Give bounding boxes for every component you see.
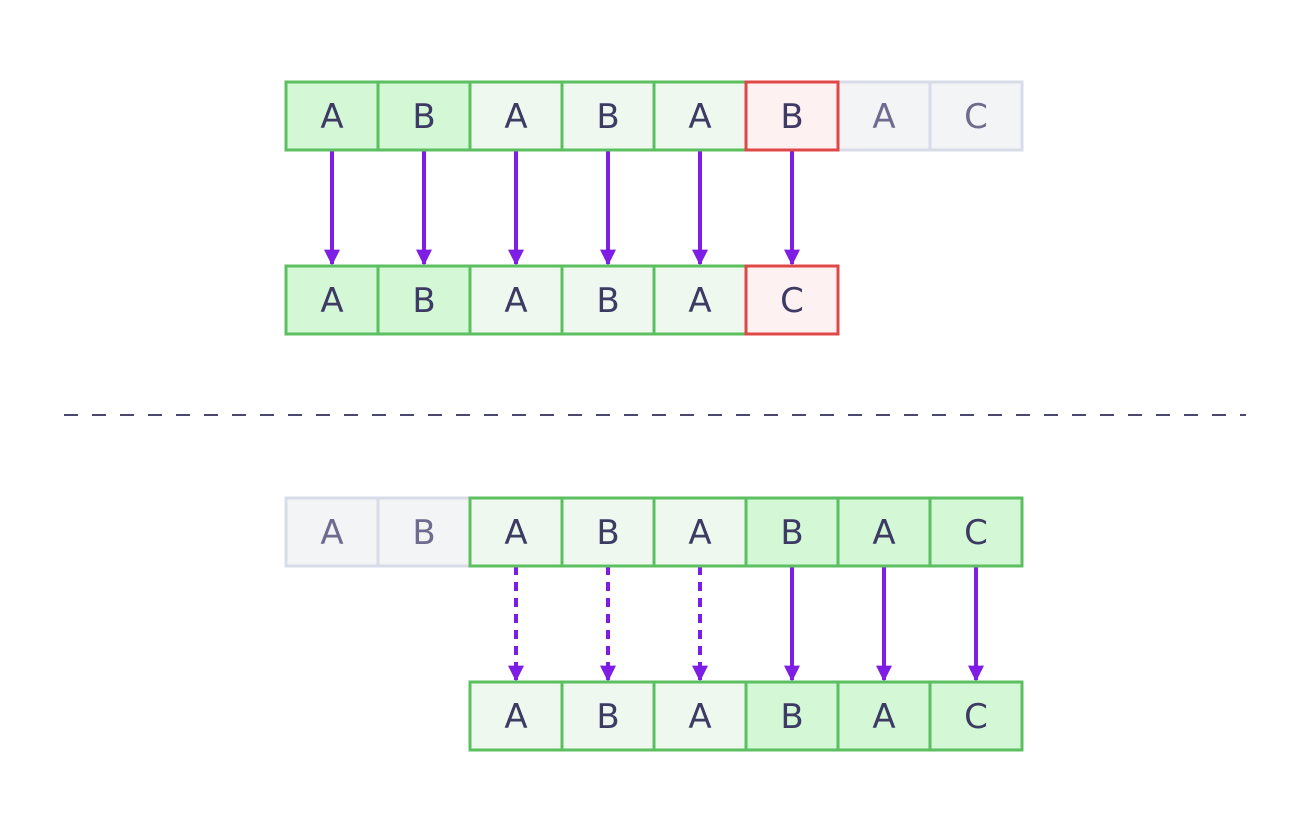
cell-label: A bbox=[872, 97, 895, 137]
cell: A bbox=[652, 680, 748, 752]
cell: C bbox=[928, 80, 1024, 152]
cell-box bbox=[928, 496, 1024, 568]
top-section: A C A B A B A B A B A B A C bbox=[284, 80, 1024, 336]
cell: B bbox=[560, 264, 656, 336]
cell: A bbox=[284, 496, 380, 568]
cell-label: A bbox=[688, 97, 711, 137]
cell-label: A bbox=[320, 513, 343, 553]
cell-label: B bbox=[780, 697, 803, 737]
cell: A bbox=[652, 496, 748, 568]
cell: B bbox=[376, 264, 472, 336]
cell-box bbox=[744, 496, 840, 568]
bottom-arrows bbox=[508, 566, 984, 682]
cell-box bbox=[284, 496, 380, 568]
cell: B bbox=[376, 496, 472, 568]
cell-label: A bbox=[504, 97, 527, 137]
cell-label: A bbox=[688, 281, 711, 321]
cell-label: B bbox=[412, 281, 435, 321]
cell: B bbox=[376, 80, 472, 152]
cell-box bbox=[468, 264, 564, 336]
cell-label: A bbox=[320, 97, 343, 137]
cell-label: A bbox=[688, 513, 711, 553]
cell: A bbox=[284, 264, 380, 336]
cell-box bbox=[836, 80, 932, 152]
cell-label: A bbox=[504, 697, 527, 737]
cell-label: B bbox=[596, 697, 619, 737]
cell: C bbox=[928, 680, 1024, 752]
cell: B bbox=[744, 680, 840, 752]
cell-label: A bbox=[872, 697, 895, 737]
cell-label: C bbox=[780, 281, 804, 321]
cell-label: A bbox=[504, 281, 527, 321]
cell: A bbox=[468, 264, 564, 336]
cell: A bbox=[836, 496, 932, 568]
cell: B bbox=[560, 496, 656, 568]
cell-box bbox=[560, 680, 656, 752]
cell-label: B bbox=[412, 97, 435, 137]
cell-label: B bbox=[412, 513, 435, 553]
cell-label: A bbox=[504, 513, 527, 553]
cell: B bbox=[560, 680, 656, 752]
cell-label: C bbox=[964, 697, 988, 737]
cell: A bbox=[284, 80, 380, 152]
cell-box bbox=[744, 264, 840, 336]
cell: A bbox=[836, 680, 932, 752]
cell-label: B bbox=[596, 513, 619, 553]
cell: B bbox=[560, 80, 656, 152]
cell-box bbox=[468, 80, 564, 152]
cell: A bbox=[468, 80, 564, 152]
cell-box bbox=[652, 264, 748, 336]
cell-label: A bbox=[688, 697, 711, 737]
cell: B bbox=[744, 496, 840, 568]
cell-box bbox=[560, 264, 656, 336]
cell-box bbox=[376, 80, 472, 152]
cell-label: A bbox=[872, 513, 895, 553]
cell: C bbox=[928, 496, 1024, 568]
cell-box bbox=[376, 264, 472, 336]
cell-box bbox=[928, 680, 1024, 752]
cell-box bbox=[468, 496, 564, 568]
cell-label: B bbox=[780, 97, 803, 137]
cell: A bbox=[468, 680, 564, 752]
cell-box bbox=[836, 496, 932, 568]
cell: A bbox=[652, 264, 748, 336]
top-arrows bbox=[324, 150, 800, 266]
cell-label: B bbox=[780, 513, 803, 553]
cell-label: B bbox=[596, 97, 619, 137]
bottom-section: A B A B A B A C A B A B A C bbox=[284, 496, 1024, 752]
cell-box bbox=[836, 680, 932, 752]
cell-box bbox=[744, 680, 840, 752]
cell-box bbox=[560, 496, 656, 568]
cell-box bbox=[560, 80, 656, 152]
cell: A bbox=[652, 80, 748, 152]
cell-box bbox=[652, 80, 748, 152]
cell-label: C bbox=[964, 513, 988, 553]
cell-box bbox=[928, 80, 1024, 152]
cell-box bbox=[284, 264, 380, 336]
cell-label: C bbox=[964, 97, 988, 137]
cell: A bbox=[836, 80, 932, 152]
cell-label: B bbox=[596, 281, 619, 321]
cell-label: A bbox=[320, 281, 343, 321]
cell: C bbox=[744, 264, 840, 336]
cell-box bbox=[744, 80, 840, 152]
cell: B bbox=[744, 80, 840, 152]
cell-box bbox=[376, 496, 472, 568]
cell: A bbox=[468, 496, 564, 568]
